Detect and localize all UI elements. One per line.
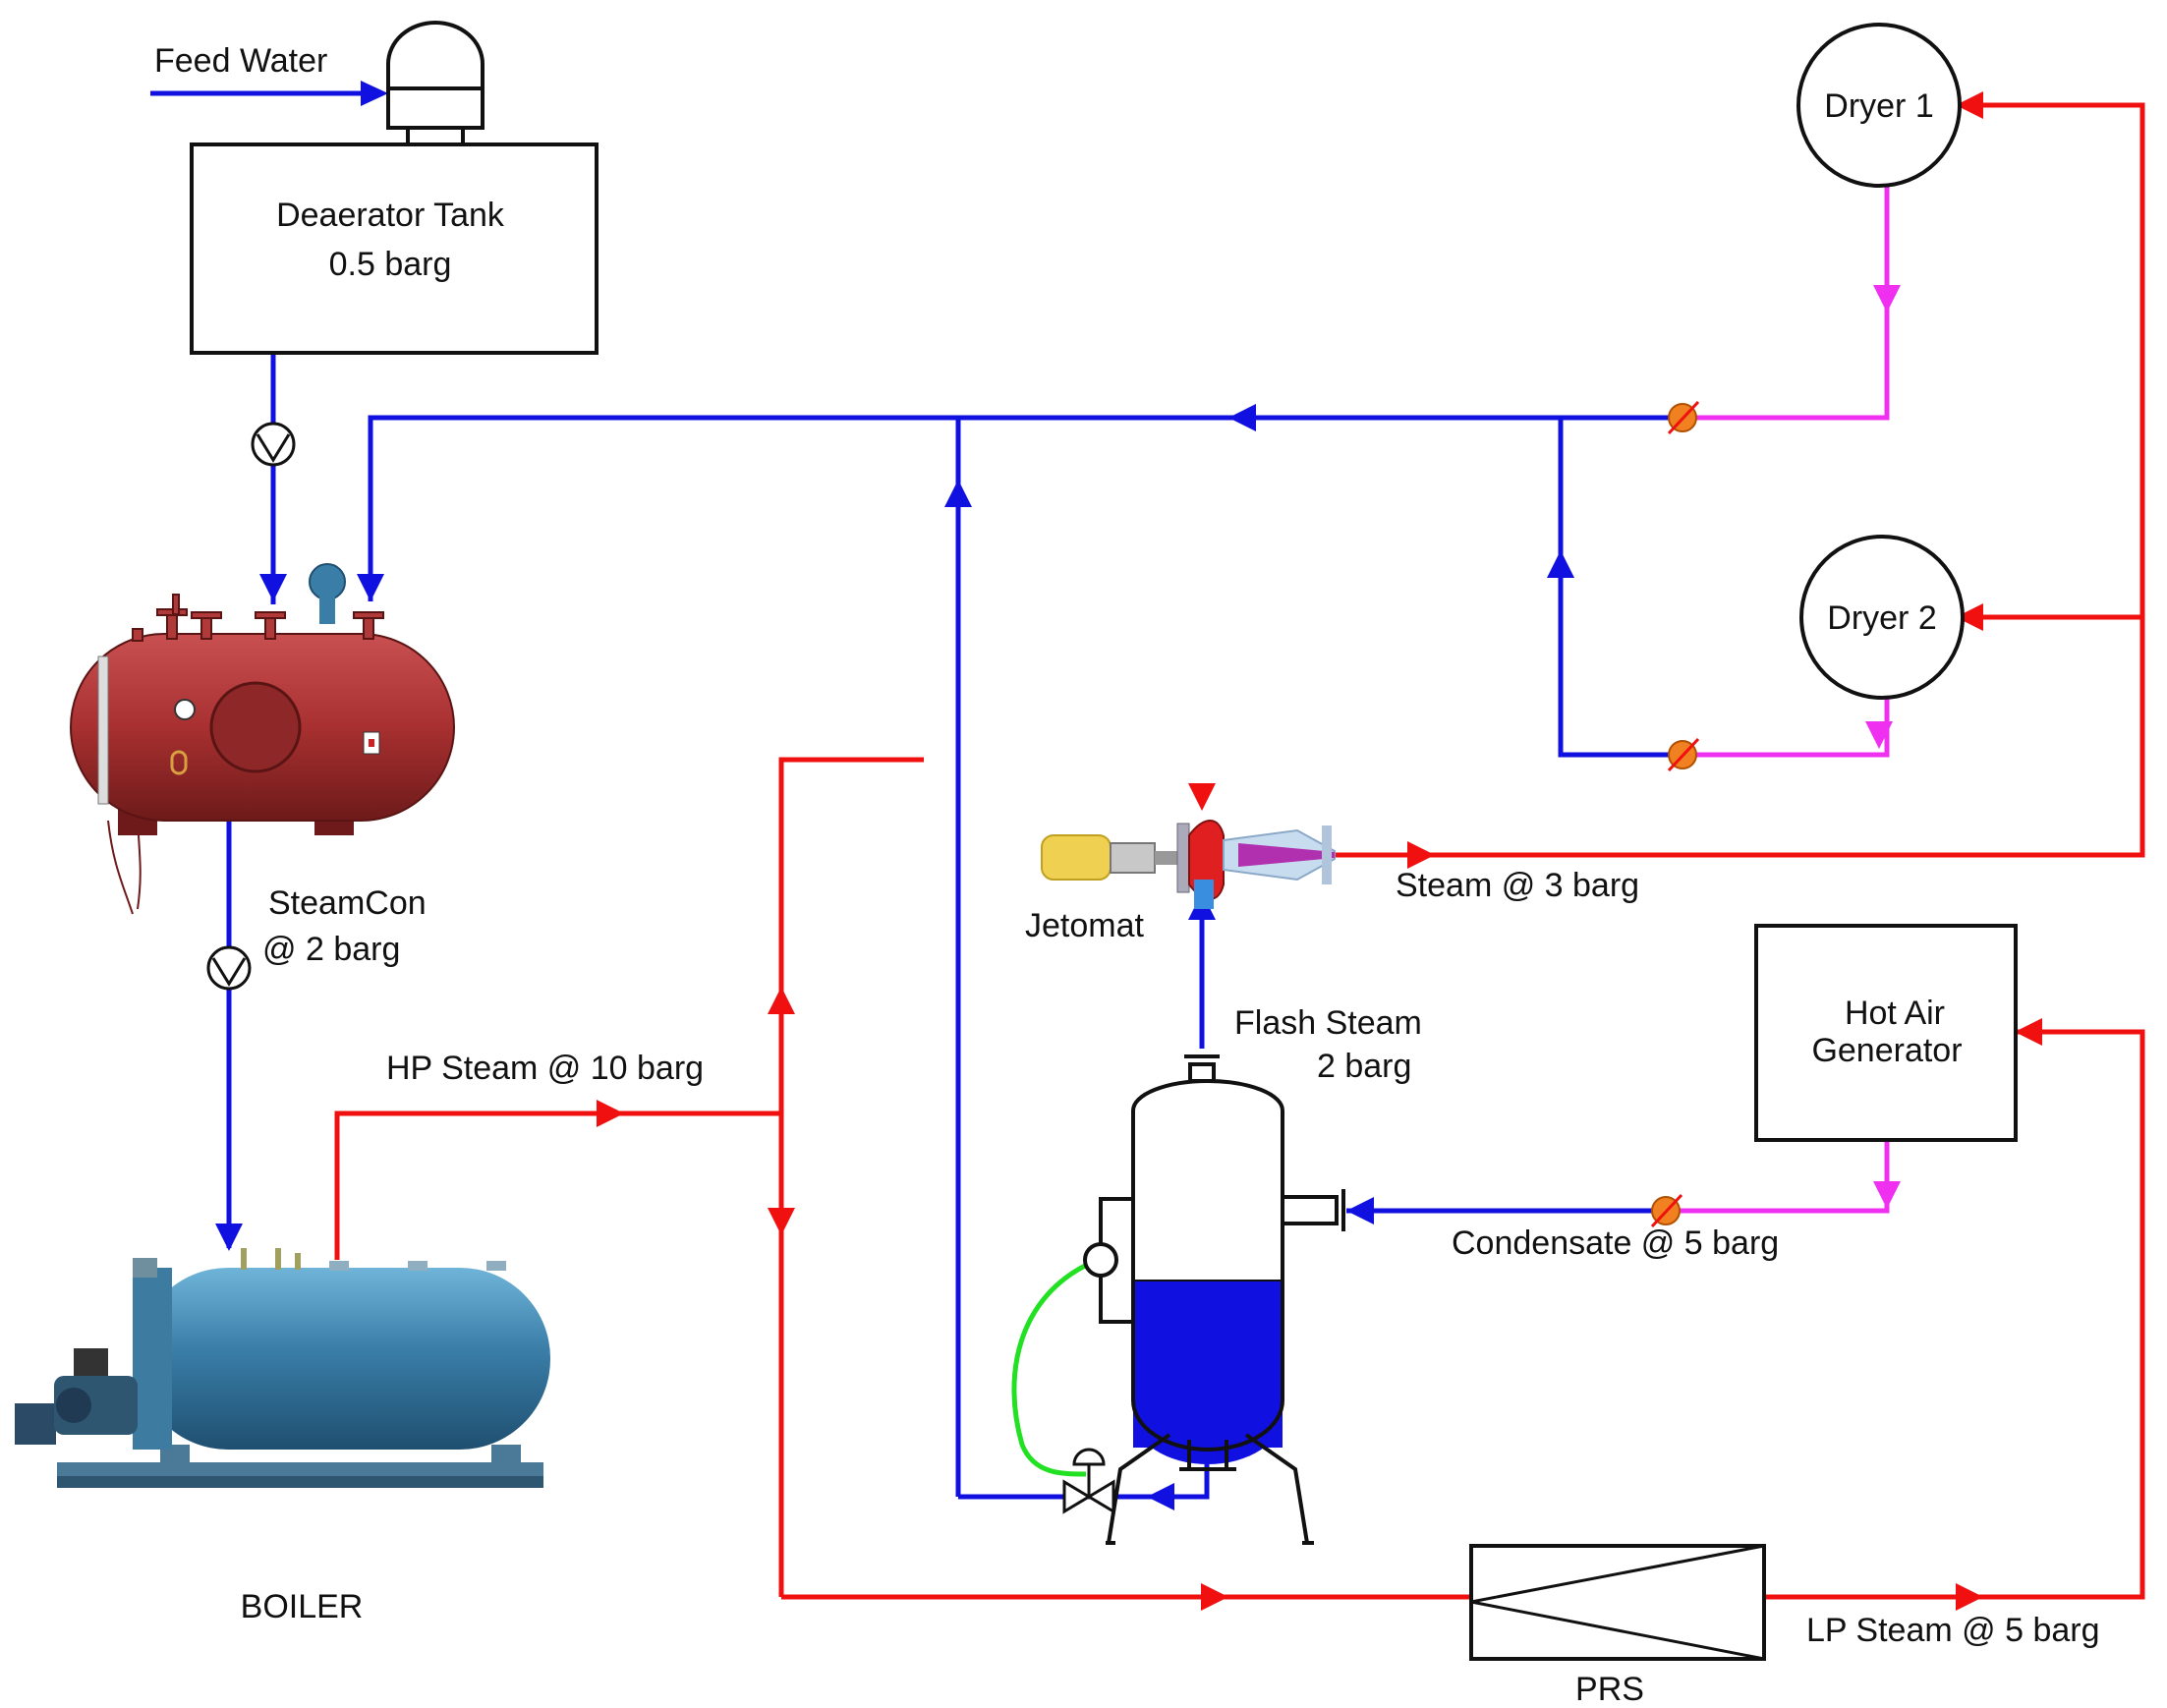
level-signal-line bbox=[1011, 1260, 1093, 1477]
pump-icon bbox=[251, 422, 296, 467]
pressure-reducing-station-icon bbox=[1469, 1544, 1766, 1661]
dryer-1-label: Dryer 1 bbox=[1824, 87, 1933, 125]
jetomat-label: Jetomat bbox=[1025, 907, 1144, 944]
flash-steam-label-line1: Flash Steam bbox=[1234, 1004, 1422, 1042]
pump-icon bbox=[206, 945, 252, 991]
dryer-2-label: Dryer 2 bbox=[1827, 599, 1936, 637]
prs-label: PRS bbox=[1575, 1671, 1644, 1708]
dryer-1: Dryer 1 bbox=[1796, 23, 1962, 188]
steamcon-name: SteamCon bbox=[268, 884, 427, 922]
steam-trap-icon bbox=[1667, 737, 1700, 772]
steamcon-pressure: @ 2 barg bbox=[262, 931, 400, 968]
flash-steam-label-line2: 2 barg bbox=[1317, 1048, 1411, 1085]
steam-lines bbox=[334, 102, 2145, 1600]
deaerator-title: Deaerator Tank bbox=[276, 197, 505, 234]
steam-trap-icon bbox=[1650, 1193, 1683, 1228]
flow-arrows-magenta bbox=[1865, 285, 1901, 1209]
hot-air-label-line1: Hot Air bbox=[1845, 995, 1945, 1032]
steam-3barg-label: Steam @ 3 barg bbox=[1396, 867, 1639, 904]
control-valve-icon bbox=[1062, 1448, 1115, 1514]
deaerator-tank: Deaerator Tank 0.5 barg bbox=[190, 21, 599, 355]
lp-steam-label: LP Steam @ 5 barg bbox=[1806, 1612, 2100, 1649]
hot-air-label-line2: Generator bbox=[1811, 1032, 1962, 1069]
steamcon-vessel bbox=[70, 563, 455, 915]
condensate-lines bbox=[1676, 185, 1890, 1214]
hp-steam-label: HP Steam @ 10 barg bbox=[386, 1050, 704, 1087]
dryer-2: Dryer 2 bbox=[1799, 535, 1965, 700]
water-lines bbox=[150, 90, 1676, 1500]
condensate-label: Condensate @ 5 barg bbox=[1452, 1224, 1779, 1262]
feed-water-label: Feed Water bbox=[154, 42, 327, 80]
hot-air-generator: Hot Air Generator bbox=[1754, 924, 2018, 1142]
flow-arrows-red bbox=[597, 91, 2042, 1611]
flash-vessel bbox=[1083, 1054, 1345, 1545]
boiler bbox=[15, 1248, 550, 1488]
steam-trap-icon bbox=[1667, 400, 1700, 435]
deaerator-pressure: 0.5 barg bbox=[329, 246, 452, 283]
boiler-label: BOILER bbox=[241, 1588, 364, 1625]
jetomat bbox=[1041, 820, 1336, 909]
flow-arrows-blue bbox=[215, 81, 1574, 1510]
